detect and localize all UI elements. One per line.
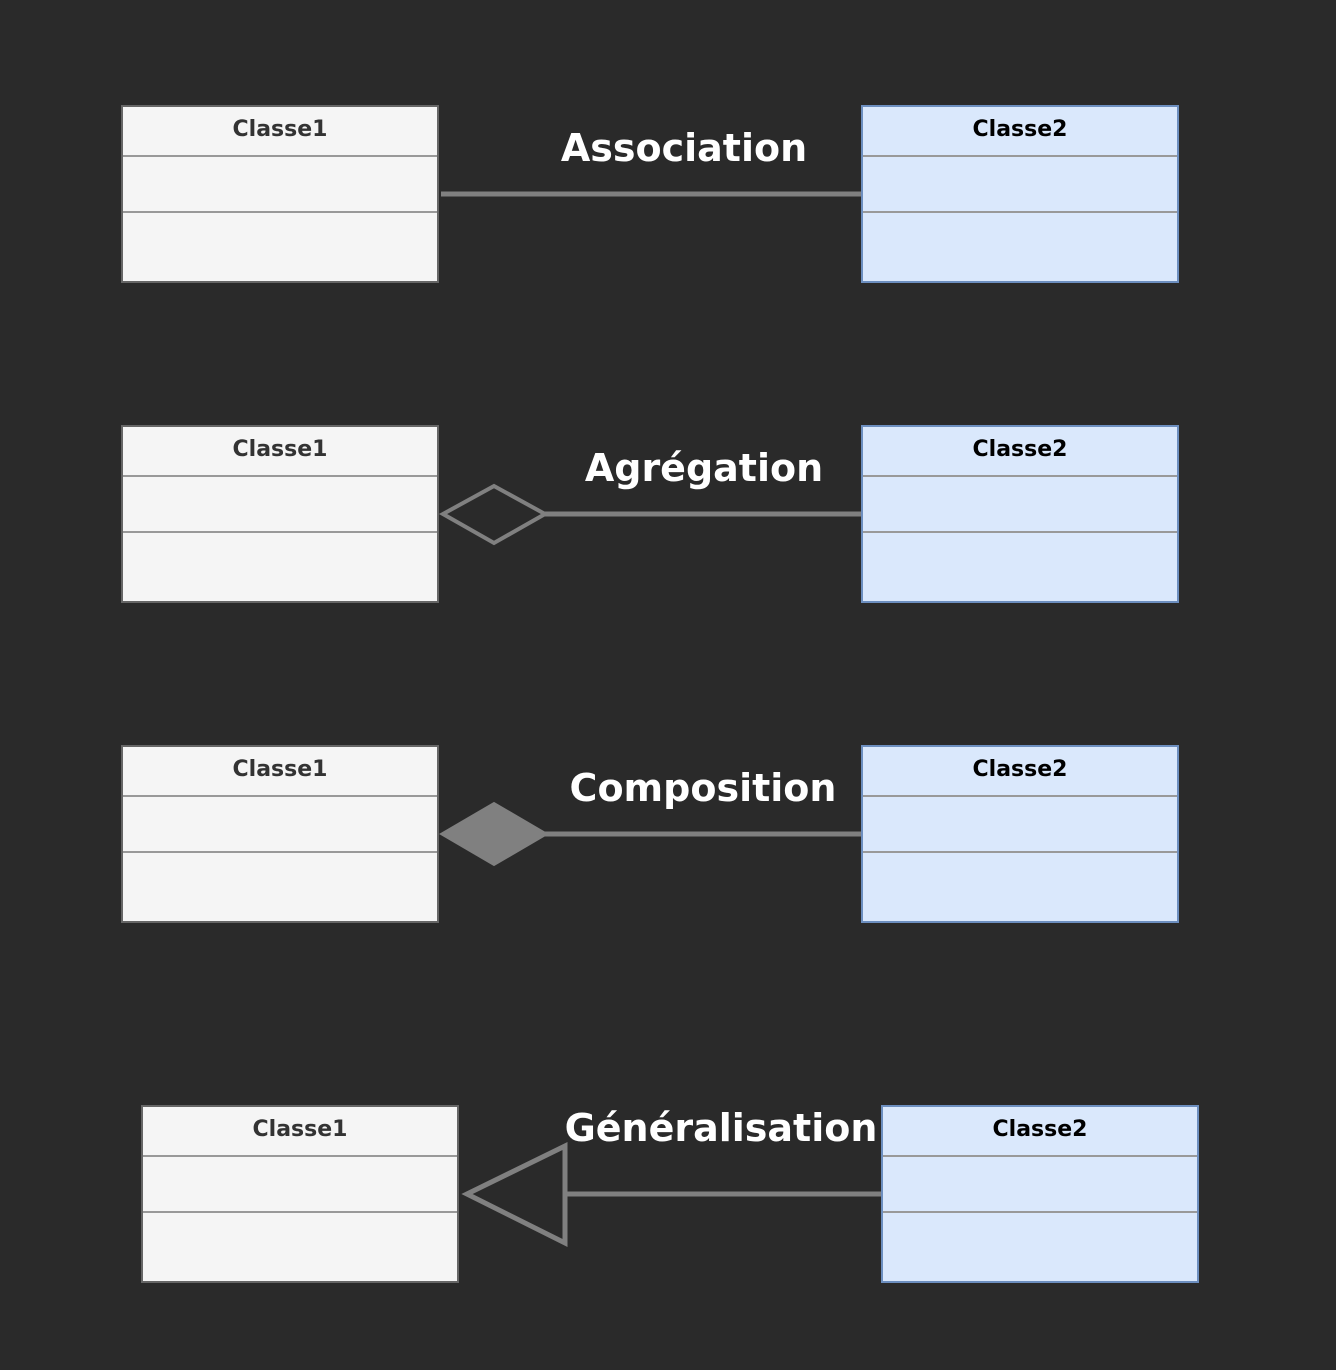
compartment-divider <box>863 155 1177 157</box>
composition-filled-diamond <box>439 801 549 867</box>
relation-label-aggregation: Agrégation <box>584 446 824 490</box>
class-box-left[interactable]: Classe1 <box>121 105 439 283</box>
compartment-divider <box>123 851 437 853</box>
compartment-divider <box>863 531 1177 533</box>
compartment-divider <box>123 475 437 477</box>
aggregation-hollow-diamond <box>438 483 550 546</box>
class-name: Classe2 <box>972 437 1068 462</box>
compartment-divider <box>123 795 437 797</box>
compartment-divider <box>123 155 437 157</box>
compartment-divider <box>123 531 437 533</box>
compartment-divider <box>863 475 1177 477</box>
compartment-divider <box>123 211 437 213</box>
class-box-left[interactable]: Classe1 <box>141 1105 459 1283</box>
compartment-divider <box>863 211 1177 213</box>
generalization-hollow-triangle <box>461 1141 568 1248</box>
class-name: Classe1 <box>232 437 328 462</box>
compartment-divider <box>883 1155 1197 1157</box>
compartment-divider <box>863 795 1177 797</box>
relation-label-composition: Composition <box>569 766 837 810</box>
compartment-divider <box>143 1211 457 1213</box>
class-name: Classe2 <box>972 757 1068 782</box>
class-box-right[interactable]: Classe2 <box>861 425 1179 603</box>
class-name: Classe1 <box>232 757 328 782</box>
compartment-divider <box>883 1211 1197 1213</box>
compartment-divider <box>863 851 1177 853</box>
relation-label-generalization: Généralisation <box>564 1106 878 1150</box>
compartment-divider <box>143 1155 457 1157</box>
class-name: Classe2 <box>992 1117 1088 1142</box>
class-box-right[interactable]: Classe2 <box>861 105 1179 283</box>
class-box-left[interactable]: Classe1 <box>121 745 439 923</box>
class-name: Classe1 <box>252 1117 348 1142</box>
class-box-right[interactable]: Classe2 <box>861 745 1179 923</box>
class-name: Classe2 <box>972 117 1068 142</box>
class-box-left[interactable]: Classe1 <box>121 425 439 603</box>
class-box-right[interactable]: Classe2 <box>881 1105 1199 1283</box>
relation-label-association: Association <box>560 126 808 170</box>
class-name: Classe1 <box>232 117 328 142</box>
